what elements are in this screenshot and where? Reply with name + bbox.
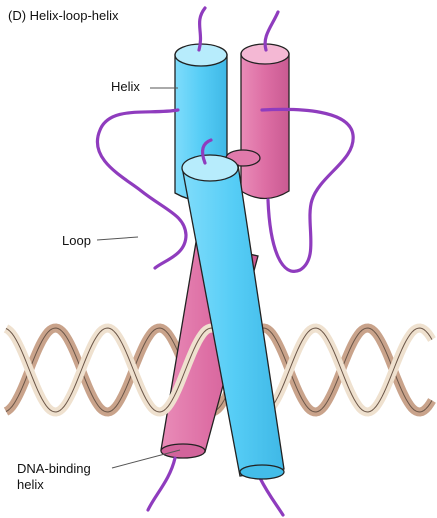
dna-binding-label-line1: DNA-binding [17, 461, 91, 477]
left-loop [97, 110, 186, 268]
dna-binding-label-line2: helix [17, 477, 44, 493]
loop-label: Loop [62, 233, 91, 249]
loop-leader [97, 237, 138, 240]
dna-binding-leader [112, 450, 180, 468]
pink-upper-helix [241, 44, 289, 199]
bottom-right-tail [260, 478, 283, 515]
bottom-left-tail [148, 458, 175, 510]
panel-title: (D) Helix-loop-helix [8, 8, 119, 24]
helix-label: Helix [111, 79, 140, 95]
